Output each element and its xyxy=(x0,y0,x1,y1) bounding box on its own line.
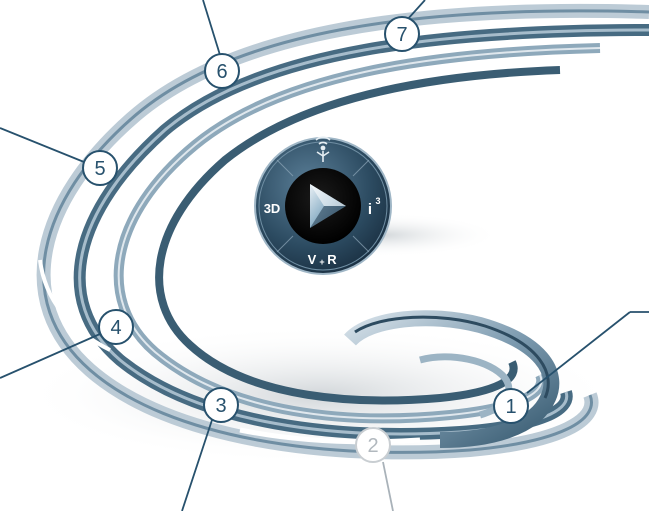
callout-badge-1: 1 xyxy=(494,389,528,423)
leader-5 xyxy=(0,128,84,162)
compass[interactable]: 3D i 3 V + R xyxy=(255,137,391,274)
callout-badge-2: 2 xyxy=(356,428,390,462)
compass-plus-text: + xyxy=(319,257,324,267)
callout-badge-7: 7 xyxy=(385,17,419,51)
compass-r-text: R xyxy=(327,252,337,267)
leader-6 xyxy=(203,0,220,55)
callout-number: 7 xyxy=(396,24,407,46)
leader-2 xyxy=(383,462,393,511)
callout-badge-6: 6 xyxy=(205,54,239,88)
callout-badge-5: 5 xyxy=(83,151,117,185)
callout-number: 4 xyxy=(110,317,121,339)
compass-v-text: V xyxy=(308,252,317,267)
compass-3d-label[interactable]: 3D xyxy=(264,201,281,216)
callout-badge-3: 3 xyxy=(204,388,238,422)
compass-i-superscript: 3 xyxy=(375,196,380,206)
callout-badge-4: 4 xyxy=(99,310,133,344)
callout-number: 6 xyxy=(216,61,227,83)
callout-number: 1 xyxy=(505,396,516,418)
callout-number: 5 xyxy=(94,158,105,180)
callout-number: 2 xyxy=(367,435,378,457)
callout-number: 3 xyxy=(215,395,226,417)
compass-i-text: i xyxy=(368,201,372,218)
